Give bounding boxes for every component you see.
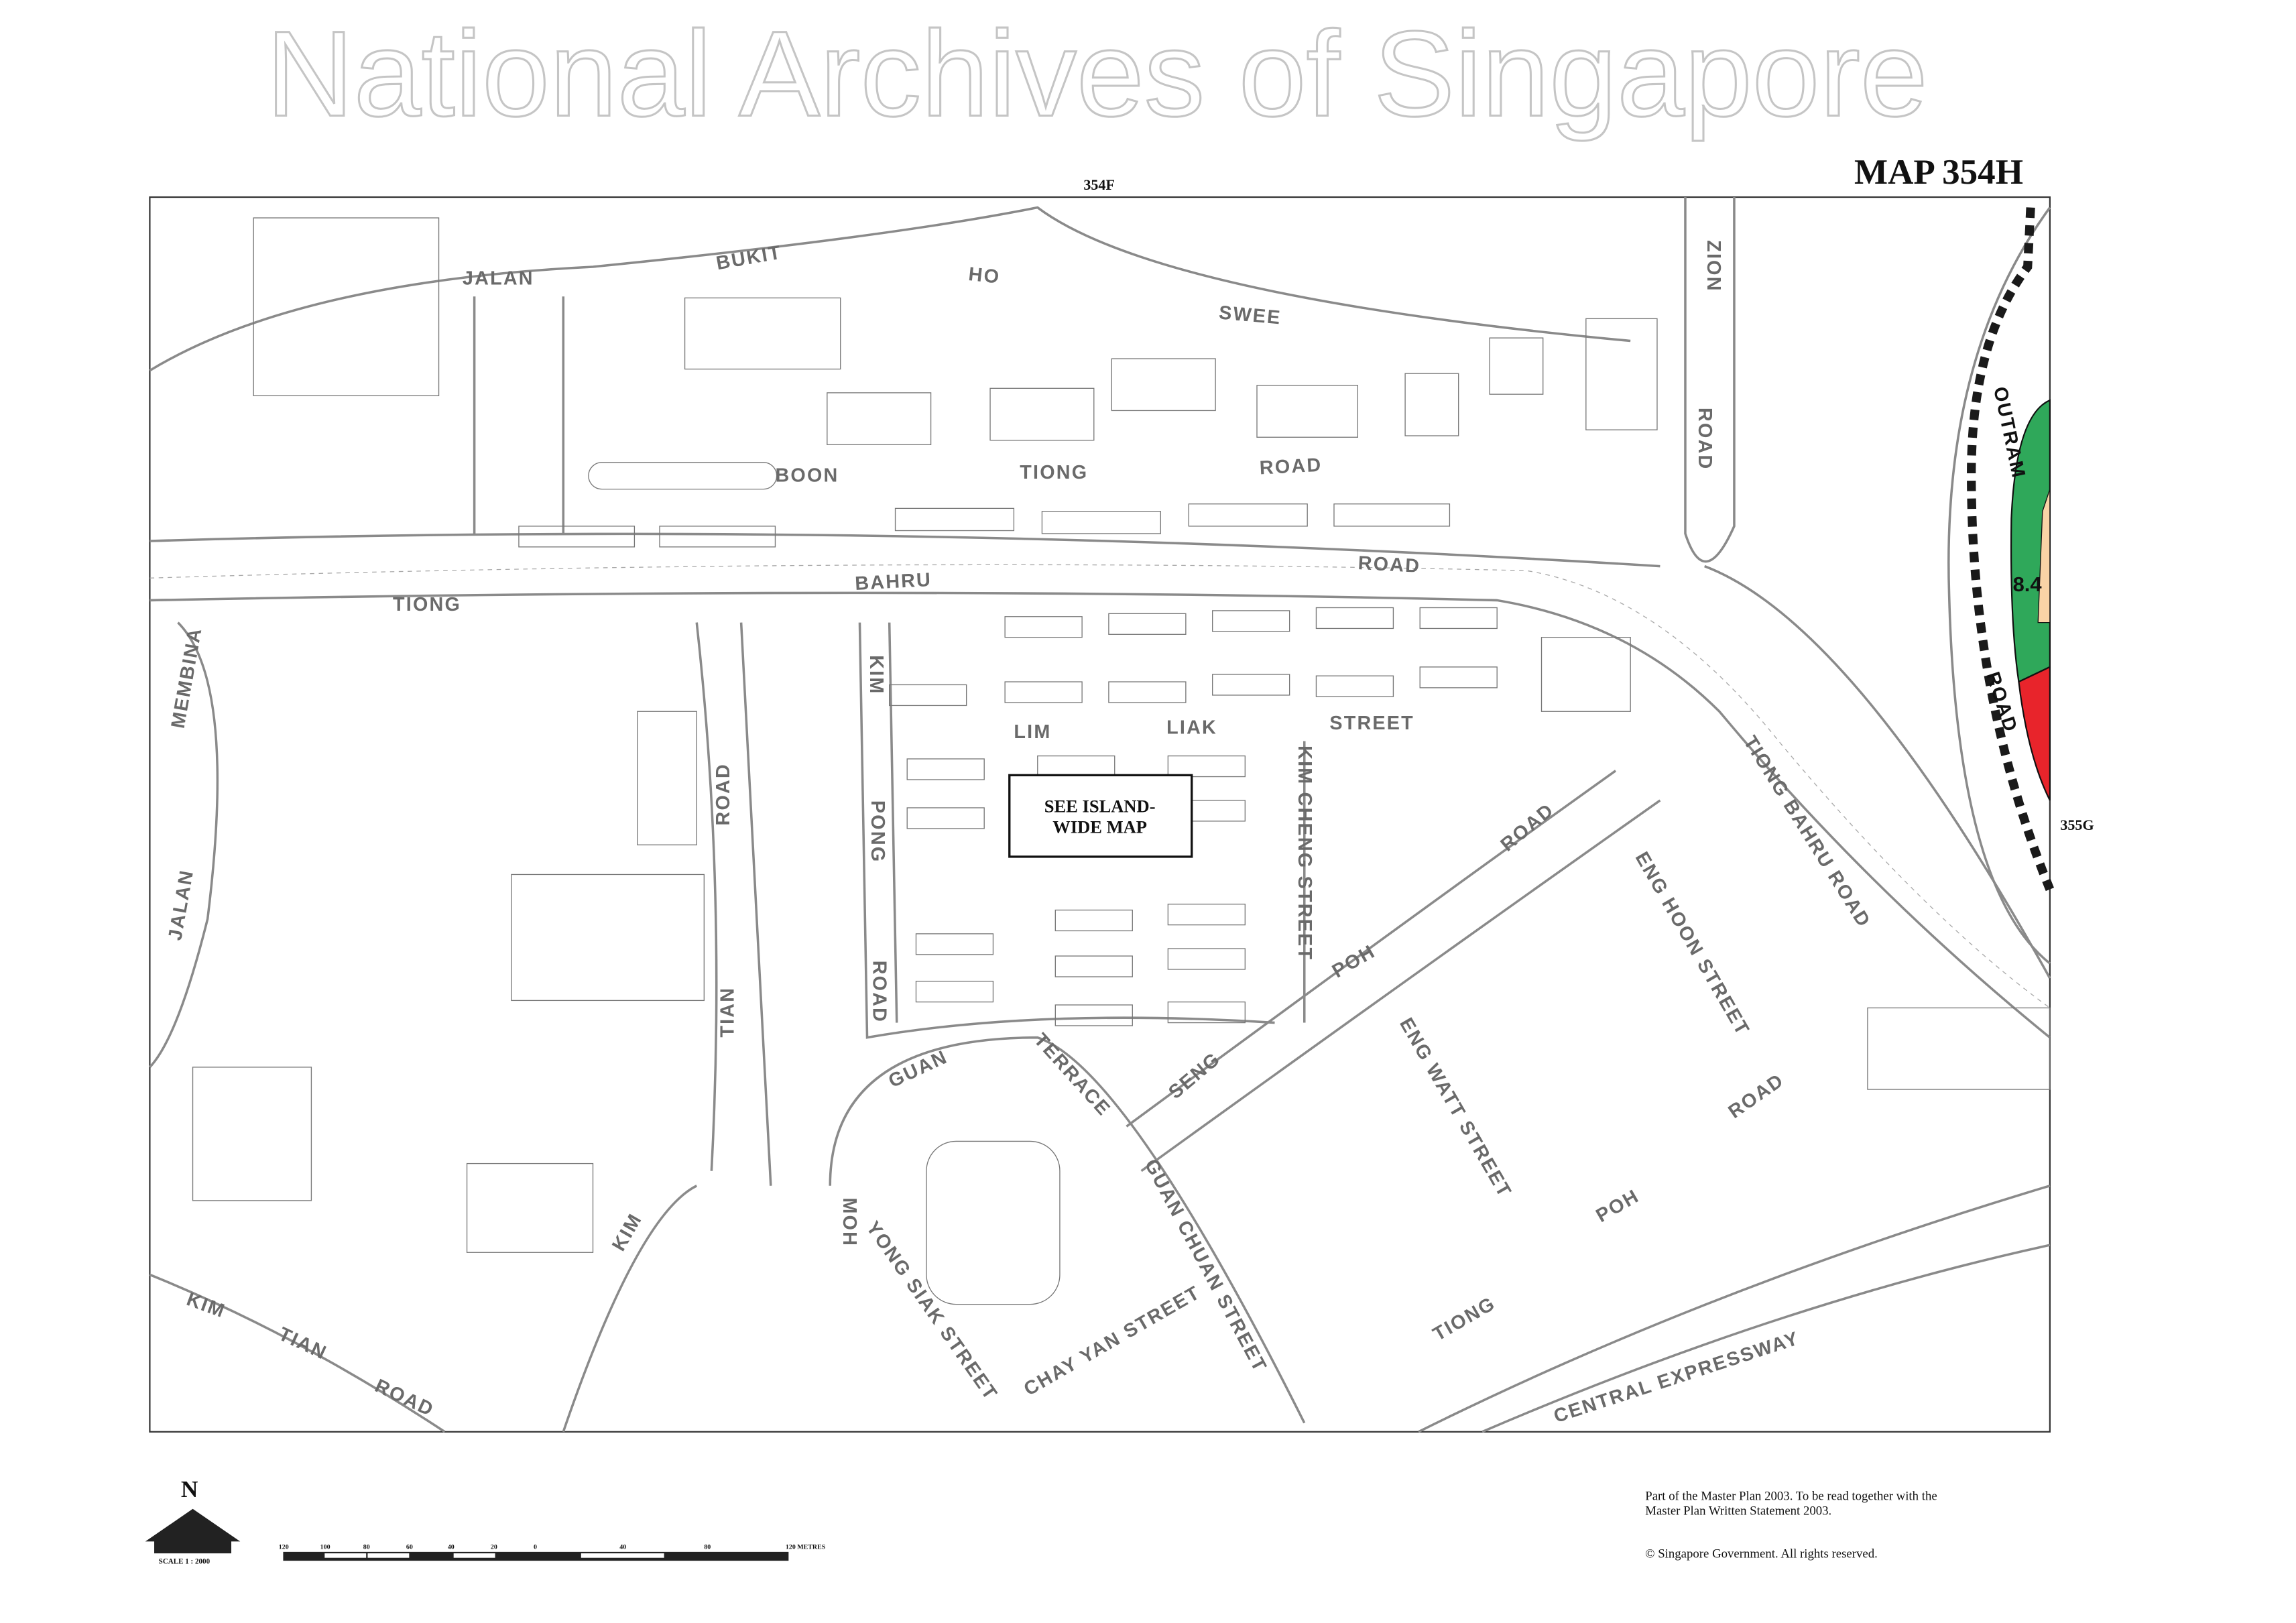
scale-ratio: SCALE 1 : 2000 xyxy=(159,1558,210,1566)
street-label: KIM CHENG STREET xyxy=(1294,745,1315,961)
building-block xyxy=(1167,1001,1246,1024)
building-block xyxy=(1212,610,1290,632)
street-label: ROAD xyxy=(1694,408,1715,470)
street-label: PONG xyxy=(867,800,888,863)
copyright: © Singapore Government. All rights reser… xyxy=(1645,1547,1878,1561)
building-block xyxy=(1419,666,1498,688)
scale-tick-label: 60 xyxy=(406,1543,413,1551)
street-label: BOON xyxy=(775,465,839,487)
scale-bar: 120 100 80 60 40 20 0 40 80 120 METRES xyxy=(279,1543,826,1561)
street-label: ROAD xyxy=(1357,552,1421,577)
adjacent-map-top: 354F xyxy=(1083,176,1115,193)
watermark: National Archives of Singapore xyxy=(266,6,1928,141)
adjacent-map-right: 355G xyxy=(2060,817,2094,833)
street-label: KIM xyxy=(865,655,887,695)
street-label: STREET xyxy=(1329,713,1414,734)
building-block xyxy=(1054,955,1133,977)
north-arrow-icon xyxy=(145,1508,241,1554)
building-block xyxy=(1167,755,1246,778)
street-label: MOH xyxy=(839,1197,860,1247)
building-block xyxy=(1108,681,1187,703)
building-block xyxy=(889,684,967,707)
street-label: TIAN xyxy=(717,987,739,1038)
scale-tick-label: 20 xyxy=(491,1543,497,1551)
street-label: TIONG xyxy=(1020,462,1088,483)
street-label: ROAD xyxy=(713,763,734,825)
planning-boundary xyxy=(1967,207,2055,892)
building-block xyxy=(1315,607,1394,629)
north-arrow: N SCALE 1 : 2000 xyxy=(145,1476,241,1566)
building-block xyxy=(1315,675,1394,697)
street-label: HO xyxy=(967,263,1002,288)
building-rows xyxy=(889,607,1498,1026)
scale-tick-label: 0 xyxy=(534,1543,537,1551)
map-title: MAP 354H xyxy=(1854,153,2023,192)
building-block xyxy=(1167,948,1246,970)
street-label: BAHRU xyxy=(855,569,932,595)
north-label: N xyxy=(181,1476,198,1502)
notice-line: SEE ISLAND- xyxy=(1044,796,1156,817)
street-label: SWEE xyxy=(1218,302,1282,328)
residential-zone xyxy=(2037,489,2051,623)
scale-tick-label: 120 xyxy=(279,1543,289,1551)
street-label: TIONG xyxy=(393,594,461,615)
map-frame xyxy=(149,196,2055,1433)
building-block xyxy=(915,980,994,1003)
scale-tick-label: 80 xyxy=(363,1543,370,1551)
building-block xyxy=(1212,674,1290,696)
building-block xyxy=(1167,904,1246,926)
street-label: ROAD xyxy=(868,961,890,1023)
scale-tick-label: 120 METRES xyxy=(786,1543,826,1551)
buildings xyxy=(192,217,2051,1305)
footer-note: Part of the Master Plan 2003. To be read… xyxy=(1645,1489,1937,1503)
scale-tick-label: 100 xyxy=(320,1543,330,1551)
building-block xyxy=(915,933,994,955)
building-block xyxy=(906,807,985,829)
scale-tick-label: 40 xyxy=(448,1543,455,1551)
see-island-wide-map-box: SEE ISLAND- WIDE MAP xyxy=(1008,774,1193,858)
footer-note: Master Plan Written Statement 2003. xyxy=(1645,1504,1831,1518)
scale-tick-label: 40 xyxy=(619,1543,626,1551)
commercial-zone xyxy=(2018,666,2051,801)
scale-tick-label: 80 xyxy=(704,1543,711,1551)
building-block xyxy=(1054,1004,1133,1026)
building-block xyxy=(906,758,985,780)
street-label: ROAD xyxy=(1259,455,1323,479)
building-block xyxy=(1108,613,1187,635)
building-block xyxy=(1054,909,1133,932)
building-block xyxy=(1004,616,1083,638)
street-label: JALAN xyxy=(463,268,534,290)
street-label: LIM xyxy=(1014,721,1051,743)
building-block xyxy=(1004,681,1083,703)
notice-line: WIDE MAP xyxy=(1052,817,1147,837)
plot-ratio-label: 8.4 xyxy=(2013,573,2043,596)
street-label: ZION xyxy=(1703,240,1724,292)
building-block xyxy=(1419,607,1498,629)
street-label: LIAK xyxy=(1166,717,1217,738)
